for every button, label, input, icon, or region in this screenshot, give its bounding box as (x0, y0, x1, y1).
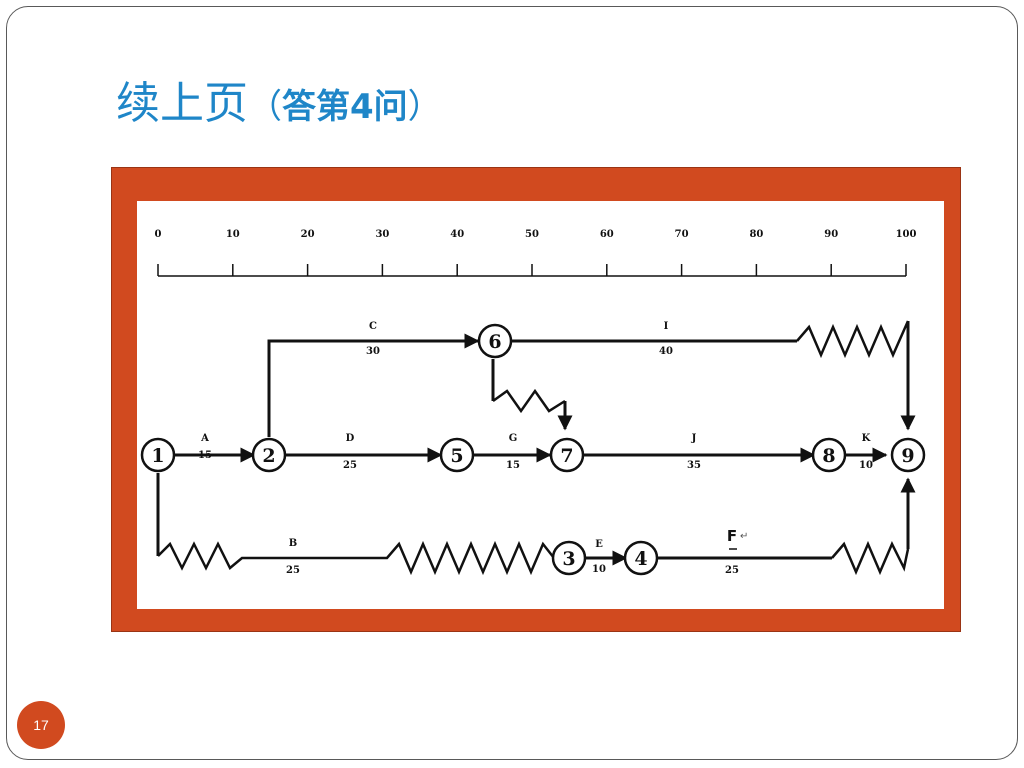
event-node-circle-6 (477, 323, 513, 359)
carriage-return-mark: ↵ (740, 531, 748, 542)
event-node-circle-7 (549, 437, 585, 473)
activity-f-duration: 25 (725, 565, 739, 576)
activity-b-duration: 25 (286, 565, 300, 576)
activity-g-duration: 15 (506, 460, 520, 471)
event-node-circle-1 (140, 437, 176, 473)
timeline-scale: 0 10 20 30 40 50 60 70 80 90 100 (155, 229, 917, 277)
event-nodes: 1 2 3 4 5 6 7 8 9 (140, 323, 926, 576)
slide-title: 续上页（答第4问） (116, 82, 442, 126)
event-node-circle-2 (251, 437, 287, 473)
event-node-1: 1 (140, 437, 176, 473)
activity-d-duration: 25 (343, 460, 357, 471)
activity-c-duration: 30 (366, 346, 380, 357)
event-node-3: 3 (551, 540, 587, 576)
network-figure: 0 10 20 30 40 50 60 70 80 90 100 (137, 201, 944, 609)
event-node-label-4: 4 (634, 548, 647, 570)
title-paren-close: ） (407, 87, 442, 127)
event-node-circle-8 (811, 437, 847, 473)
event-node-label-2: 2 (262, 445, 275, 467)
event-node-4: 4 (623, 540, 659, 576)
activity-a-duration: 15 (198, 450, 212, 461)
tick-label-50: 50 (525, 229, 539, 240)
tick-label-30: 30 (375, 229, 389, 240)
tick-label-70: 70 (675, 229, 689, 240)
activity-k-label: K 10 (859, 433, 873, 471)
activity-e-label: E 10 (592, 539, 606, 575)
tick-label-80: 80 (749, 229, 763, 240)
event-node-6: 6 (477, 323, 513, 359)
activity-b-label: B 25 (286, 538, 300, 576)
activity-b-name: B (289, 538, 297, 549)
activity-g-name: G (509, 433, 518, 444)
event-node-label-8: 8 (822, 445, 835, 467)
tick-label-10: 10 (226, 229, 240, 240)
activity-c-arrow (267, 333, 480, 437)
activity-d-name: D (346, 433, 355, 444)
activity-j-duration: 35 (687, 460, 701, 471)
event-node-label-6: 6 (488, 331, 501, 353)
tick-label-100: 100 (896, 229, 917, 240)
event-node-7: 7 (549, 437, 585, 473)
event-node-circle-3 (551, 540, 587, 576)
activity-k-name: K (862, 433, 871, 444)
activity-g-label: G 15 (506, 433, 520, 471)
activity-j-name: J (691, 433, 697, 444)
activity-a-label: A 15 (198, 433, 212, 461)
tick-label-60: 60 (600, 229, 614, 240)
activity-f-label: F 25 (725, 527, 739, 576)
activity-k-duration: 10 (859, 460, 873, 471)
activity-j-label: J 35 (687, 433, 701, 471)
activity-i-label: I 40 (659, 321, 673, 357)
free-float-zigzag-f (831, 540, 910, 576)
event-node-label-9: 9 (901, 445, 914, 467)
activity-c-label: C 30 (366, 321, 380, 357)
time-scaled-network-diagram: 0 10 20 30 40 50 60 70 80 90 100 (140, 229, 926, 576)
page-number-badge: 17 (17, 701, 65, 749)
activity-e-duration: 10 (592, 564, 606, 575)
event-node-circle-4 (623, 540, 659, 576)
activity-i-duration: 40 (659, 346, 673, 357)
activity-f-name: F (727, 527, 737, 545)
free-float-zigzag-b (157, 540, 555, 576)
event-node-label-3: 3 (562, 548, 575, 570)
event-node-5: 5 (439, 437, 475, 473)
tick-label-0: 0 (155, 229, 162, 240)
activity-arrows (156, 321, 916, 566)
event-node-label-1: 1 (151, 445, 164, 467)
event-node-circle-5 (439, 437, 475, 473)
event-node-9: 9 (890, 437, 926, 473)
activity-a-name: A (200, 433, 209, 444)
free-float-zigzag-dummy (492, 388, 566, 414)
activity-e-name: E (595, 539, 603, 550)
tick-label-20: 20 (301, 229, 315, 240)
tick-label-40: 40 (450, 229, 464, 240)
free-float-zigzags (157, 320, 910, 576)
event-node-circle-9 (890, 437, 926, 473)
event-node-2: 2 (251, 437, 287, 473)
event-node-label-5: 5 (450, 445, 463, 467)
event-node-8: 8 (811, 437, 847, 473)
title-paren-open: （ (248, 87, 282, 127)
activity-c-name: C (369, 321, 377, 332)
event-node-label-7: 7 (560, 445, 573, 467)
tick-label-90: 90 (824, 229, 838, 240)
free-float-zigzag-i (796, 320, 910, 359)
activity-i-name: I (664, 321, 669, 332)
title-main: 续上页 (116, 78, 248, 129)
activity-d-label: D 25 (343, 433, 357, 471)
network-figure-frame: 0 10 20 30 40 50 60 70 80 90 100 (111, 167, 961, 632)
title-subtitle: 答第4问 (282, 87, 408, 127)
